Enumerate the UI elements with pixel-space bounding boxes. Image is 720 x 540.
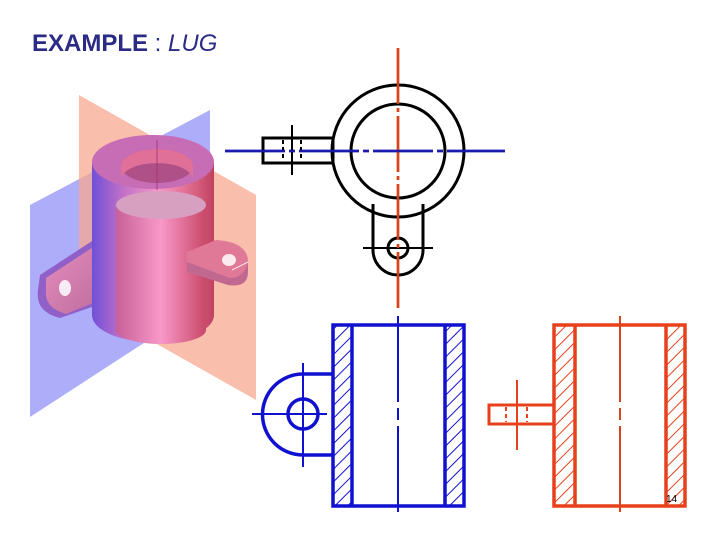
isometric-view: [30, 95, 256, 417]
side-lug-outline: [487, 403, 556, 426]
title-separator: :: [148, 30, 169, 57]
iso-cylinder: [92, 135, 214, 344]
slide-title: EXAMPLE : LUG: [32, 30, 217, 58]
iso-right-lug: [187, 240, 249, 286]
page-number: 14: [666, 494, 678, 505]
top-view: [225, 48, 505, 308]
side-section-view: [487, 316, 687, 518]
front-section-view: [252, 316, 466, 518]
title-subtitle: LUG: [168, 30, 218, 57]
title-main: EXAMPLE: [32, 30, 149, 57]
